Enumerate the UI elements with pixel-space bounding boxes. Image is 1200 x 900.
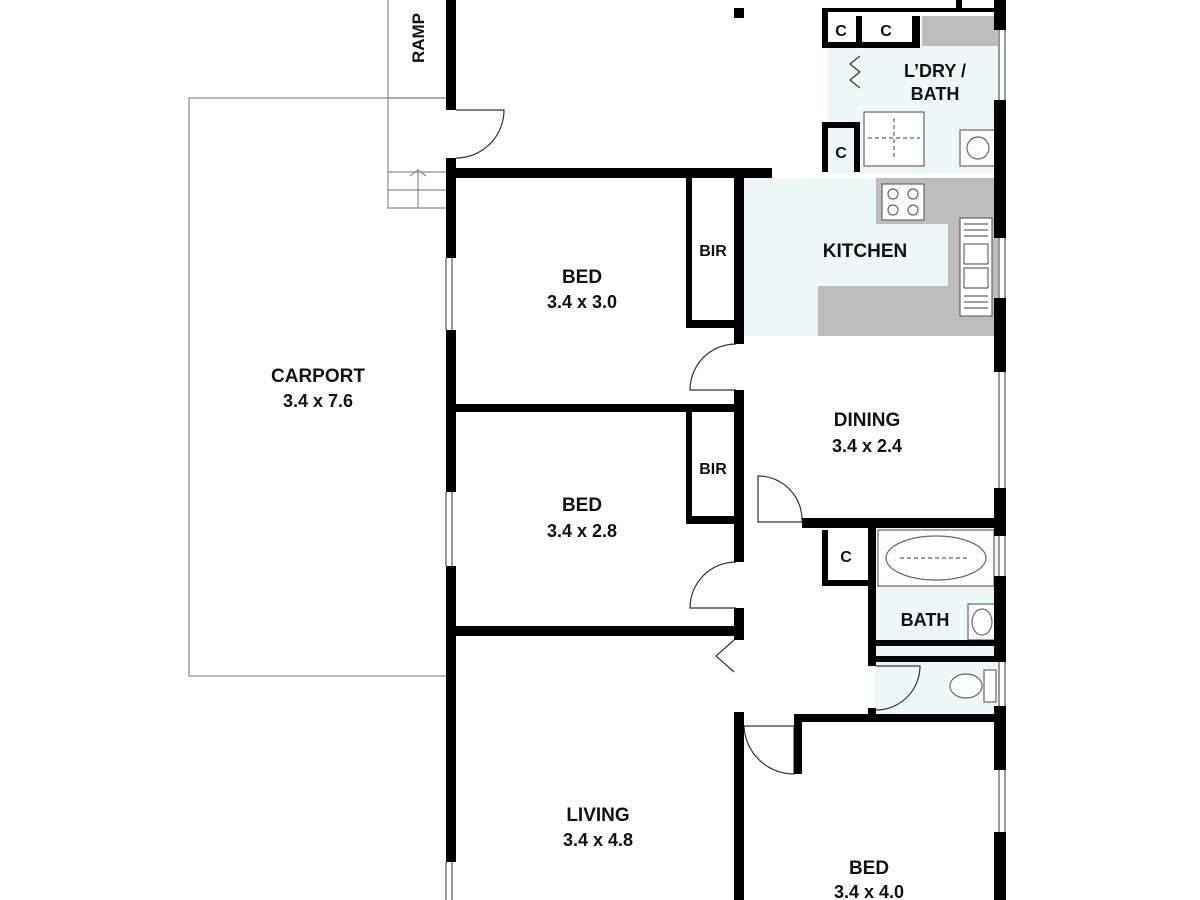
ramp-arrow-icon (409, 169, 427, 177)
bed3-size: 3.4 x 4.0 (834, 882, 904, 900)
bed3-label: BED (849, 858, 889, 879)
vanity-basin-icon (967, 603, 997, 641)
bir2-label: BIR (699, 461, 727, 478)
bed1-door (689, 343, 737, 391)
ramp-label: RAMP (409, 13, 428, 63)
living-size: 3.4 x 4.8 (563, 830, 633, 850)
bed2-label: BED (562, 495, 602, 516)
living-label: LIVING (566, 805, 629, 826)
laundry-basin-icon (959, 129, 997, 167)
kitchen-label: KITCHEN (823, 241, 907, 262)
cupboard-label-4: C (840, 549, 852, 566)
carport-outline (188, 97, 448, 677)
cupboard-label-3: C (835, 145, 847, 162)
cupboard-label-1: C (835, 23, 847, 40)
laundry-bath-label-line2: BATH (911, 84, 960, 104)
fixtures (863, 111, 997, 703)
dining-size: 3.4 x 2.4 (832, 436, 902, 456)
walls (446, 0, 1006, 900)
laundry-shower-icon (863, 111, 925, 167)
windows (445, 30, 1006, 900)
bed3-door (743, 725, 795, 775)
carport-size: 3.4 x 7.6 (283, 391, 353, 411)
toilet-icon (949, 669, 997, 703)
bath-label: BATH (901, 610, 950, 630)
carport-label: CARPORT (271, 366, 365, 387)
ramp-outline (387, 0, 446, 209)
bed2-door (689, 561, 737, 609)
room-labels: RAMP L’DRY / BATH KITCHEN BED 3.4 x 3.0 … (271, 13, 966, 900)
kitchen-sink-icon (959, 217, 993, 317)
laundry-bath-label-line1: L’DRY / (904, 61, 966, 81)
toilet-door (875, 665, 921, 711)
cooktop-icon (881, 183, 925, 221)
bed1-label: BED (562, 267, 602, 288)
outdoor-outlines (188, 0, 448, 677)
bathtub-icon (877, 529, 995, 587)
linen-bifold (715, 639, 735, 673)
cupboard-label-2: C (880, 23, 892, 40)
bath-hall-door (757, 475, 803, 523)
ramp-steps (388, 171, 446, 208)
dining-label: DINING (834, 410, 901, 431)
bed2-size: 3.4 x 2.8 (547, 521, 617, 541)
laundry-bifold (849, 55, 861, 89)
laundry-bench (922, 16, 998, 46)
entry-door (455, 109, 505, 159)
bed1-size: 3.4 x 3.0 (547, 292, 617, 312)
bir1-label: BIR (699, 243, 727, 260)
